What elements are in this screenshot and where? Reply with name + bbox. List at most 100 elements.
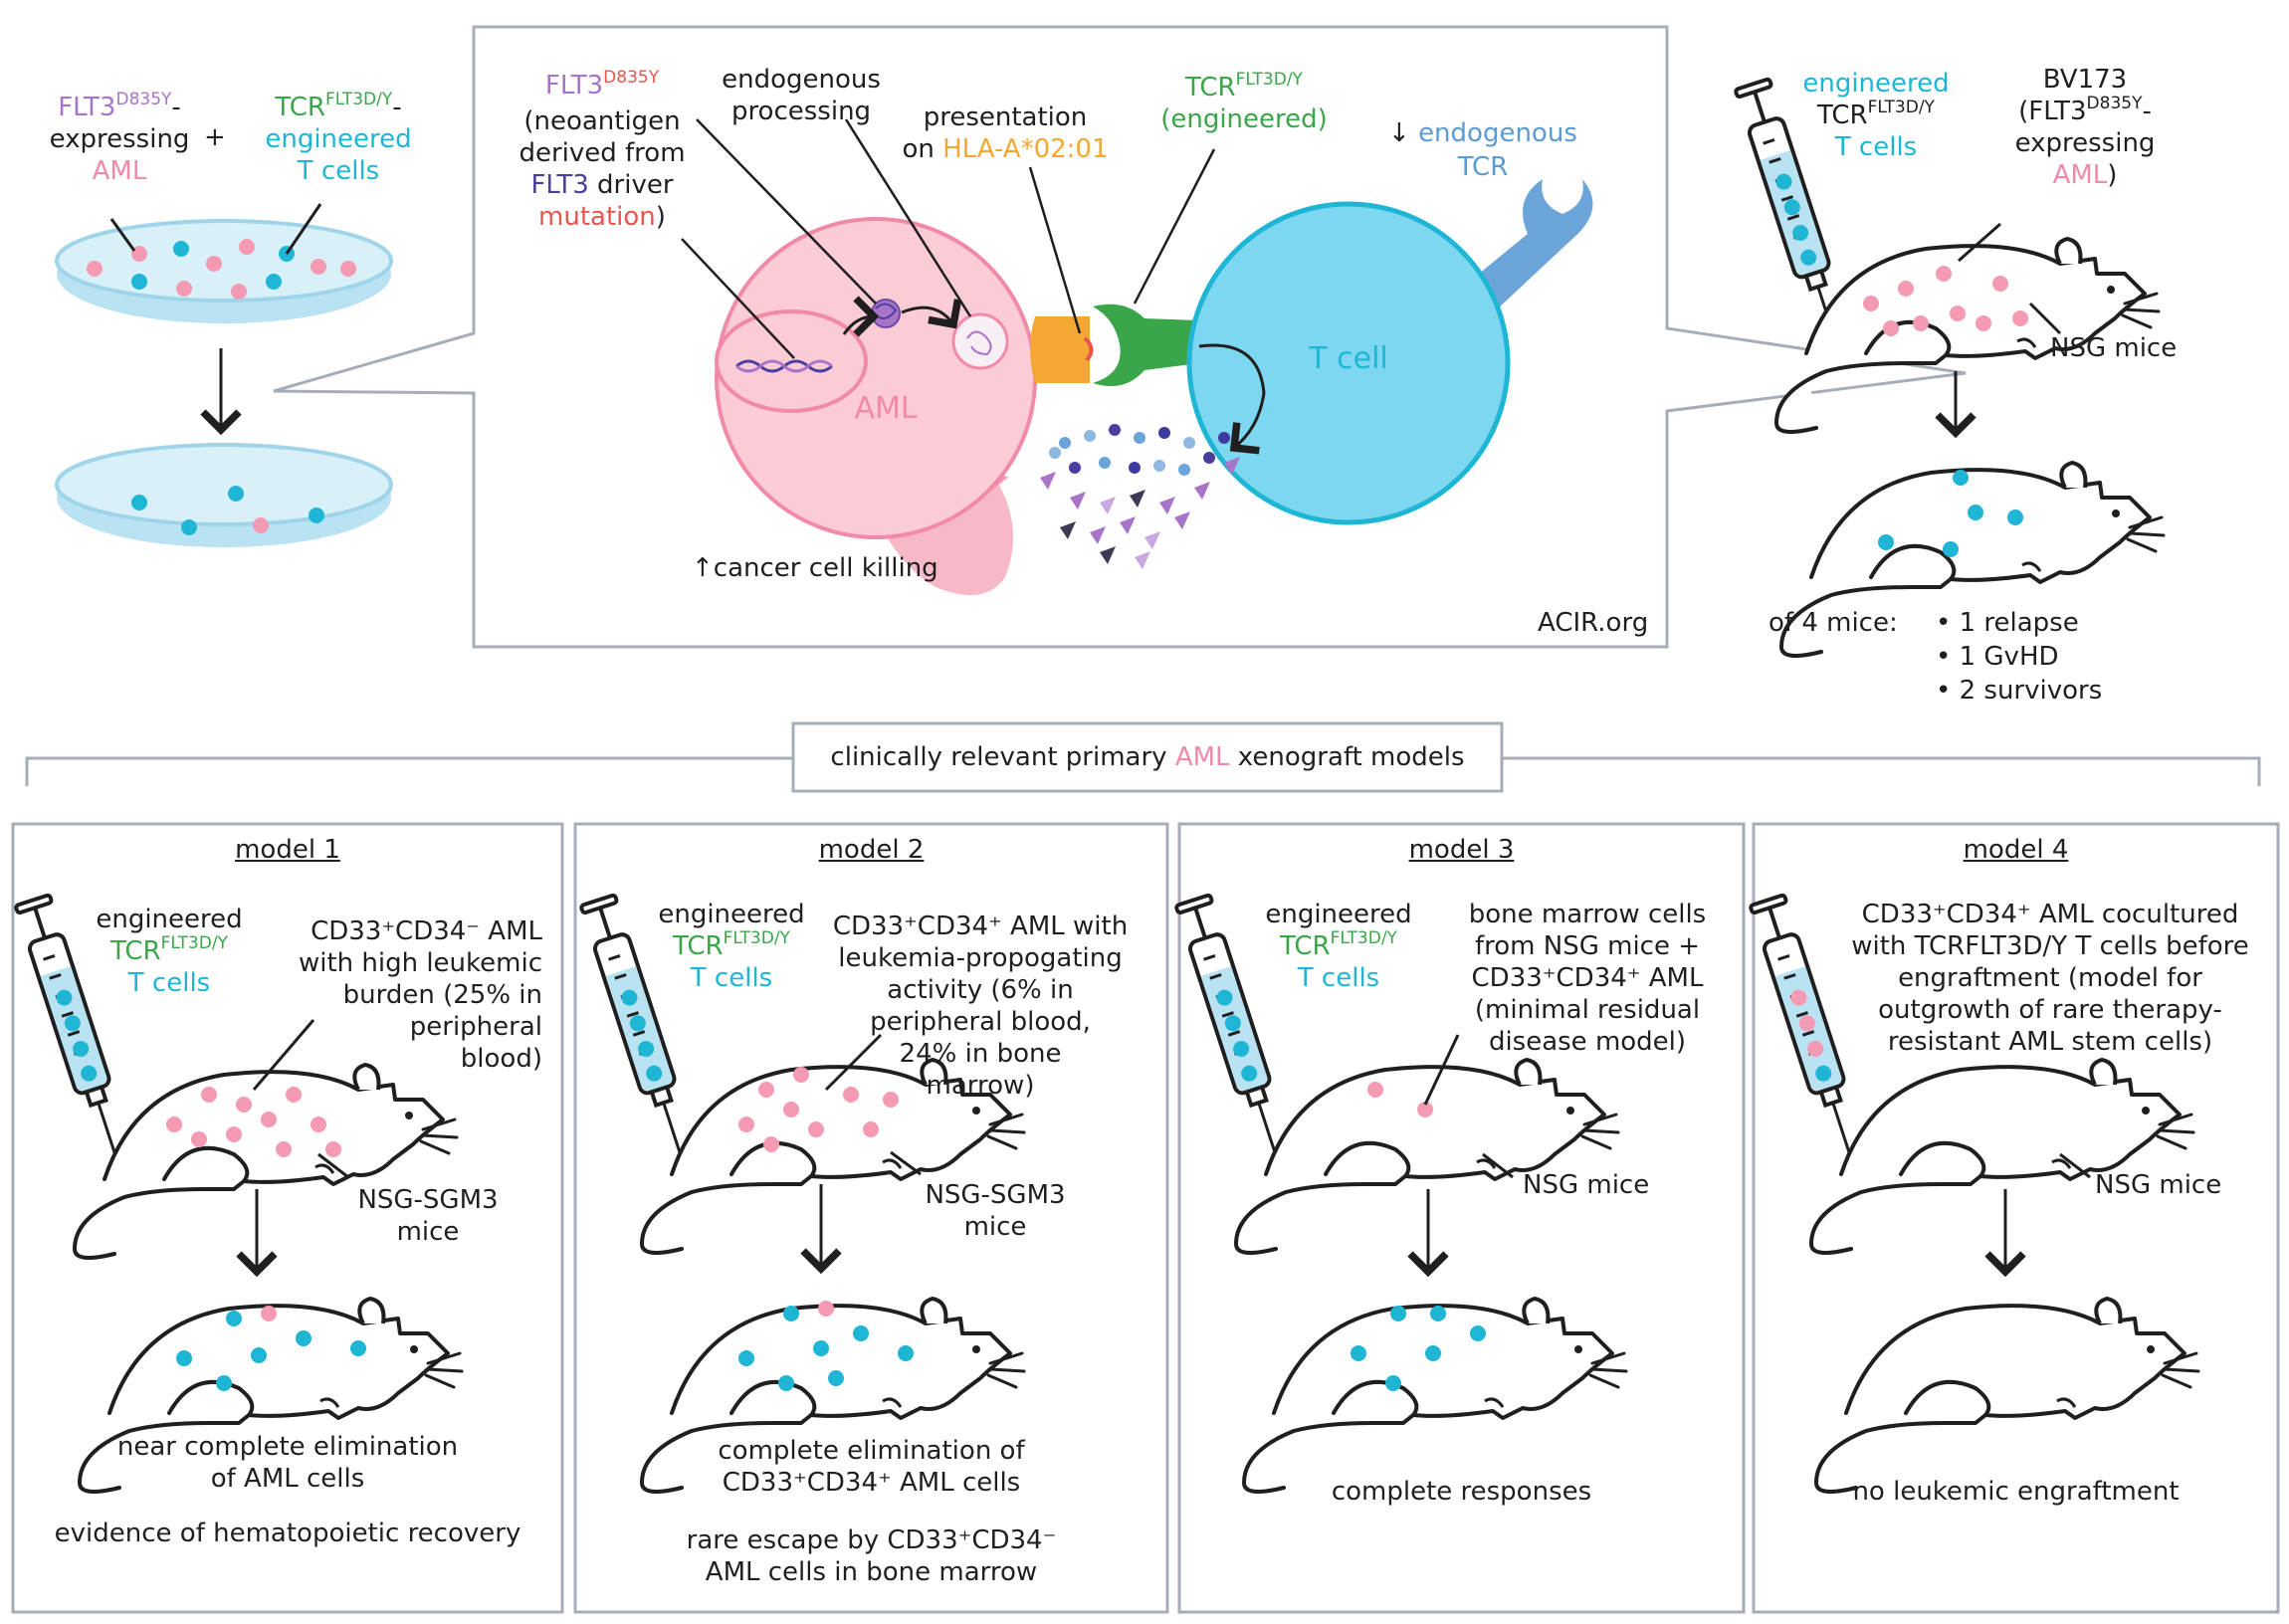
aml-cell-label: AML bbox=[854, 391, 918, 426]
granule-dot bbox=[1183, 437, 1195, 449]
model-1-engineered: engineered TCRFLT3D/Y T cells bbox=[96, 905, 243, 998]
model-3-syringe bbox=[1173, 893, 1302, 1183]
model-1-result-2: evidence of hematopoietic recovery bbox=[54, 1519, 521, 1548]
granzyme-triangle bbox=[1130, 490, 1145, 508]
granule-dot bbox=[1069, 462, 1081, 474]
neoantigen-protein bbox=[871, 299, 901, 328]
aml-label: FLT3D835Y- expressing AML bbox=[49, 90, 190, 187]
outcome-label: of 4 mice: bbox=[1769, 608, 1898, 638]
right-engineered-label: engineered TCRFLT3D/Y T cells bbox=[1802, 69, 1950, 162]
processing-vesicle bbox=[951, 312, 1009, 370]
endogenous-tcr-label-2: TCR bbox=[1457, 152, 1509, 182]
model-2-result-2: rare escape by CD33⁺CD34⁻AML cells in bo… bbox=[686, 1525, 1057, 1587]
plus-sign: + bbox=[204, 122, 226, 152]
granule-dot bbox=[1059, 437, 1071, 449]
tcr-label: TCRFLT3D/Y- engineered T cells bbox=[265, 90, 412, 187]
granzyme-triangle bbox=[1040, 472, 1056, 490]
model-3-title: model 3 bbox=[1408, 835, 1515, 865]
granzyme-triangle bbox=[1100, 497, 1116, 514]
culture-dish-top bbox=[55, 219, 393, 323]
granzyme-triangle bbox=[1224, 457, 1240, 475]
outcome-3: • 2 survivors bbox=[1936, 676, 2103, 706]
model-3-engineered: engineered TCRFLT3D/Y T cells bbox=[1265, 900, 1412, 993]
banner-box bbox=[791, 721, 1504, 793]
model-3-mice: NSG mice bbox=[1523, 1170, 1650, 1200]
model-4-title: model 4 bbox=[1963, 835, 2069, 865]
granule-dot bbox=[1134, 432, 1145, 444]
model-3-box bbox=[1177, 822, 1746, 1614]
granule-dot bbox=[1153, 460, 1165, 472]
endogenous-tcr-label: ↓ endogenous bbox=[1388, 118, 1577, 148]
aml-cell bbox=[715, 217, 1037, 595]
granule-dot bbox=[1158, 427, 1170, 439]
model-2-mouse-after bbox=[640, 1297, 1026, 1494]
granule-dot bbox=[1084, 430, 1096, 442]
cancer-killing-label: ↑cancer cell killing bbox=[692, 553, 938, 583]
granule-dot bbox=[1129, 462, 1141, 474]
granzyme-triangle bbox=[1060, 521, 1076, 539]
granzyme-triangle bbox=[1135, 551, 1150, 569]
model-2-syringe bbox=[578, 893, 707, 1183]
model-3-mouse-before bbox=[1234, 1058, 1620, 1255]
right-mice-label: NSG mice bbox=[2050, 333, 2178, 363]
model-1-mouse-before bbox=[73, 1063, 459, 1260]
outcome-2: • 1 GvHD bbox=[1936, 642, 2059, 672]
outcome-1: • 1 relapse bbox=[1936, 608, 2079, 638]
cytotoxic-granules bbox=[1040, 424, 1240, 569]
model-2-mouse-before bbox=[640, 1058, 1026, 1255]
hla-molecule bbox=[1030, 316, 1090, 383]
model-1-syringe bbox=[13, 893, 141, 1183]
model-2-engineered: engineered TCRFLT3D/Y T cells bbox=[658, 900, 805, 993]
model-4-result: no leukemic engraftment bbox=[1852, 1477, 2180, 1507]
mouse-top-aml bbox=[1774, 237, 2161, 434]
neoantigen-note: (neoantigen derived from FLT3 driver mut… bbox=[519, 106, 686, 232]
culture-dish-bottom bbox=[55, 443, 393, 547]
granzyme-triangle bbox=[1194, 482, 1210, 500]
syringe-top-right bbox=[1733, 77, 1861, 367]
granule-dot bbox=[1099, 457, 1111, 469]
granzyme-triangle bbox=[1144, 531, 1160, 549]
granule-dot bbox=[1203, 452, 1215, 464]
tcr-engineered-label: TCRFLT3D/Y (engineered) bbox=[1160, 70, 1328, 135]
presentation-label: presentation on HLA-A*02:01 bbox=[902, 102, 1109, 164]
model-3-result: complete responses bbox=[1331, 1477, 1592, 1507]
granzyme-triangle bbox=[1159, 497, 1175, 514]
bv173-label: BV173 (FLT3D835Y- expressing AML) bbox=[2014, 65, 2156, 190]
model-4-syringe bbox=[1748, 893, 1876, 1183]
flt3-label: FLT3D835Y bbox=[544, 68, 660, 102]
credit-label: ACIR.org bbox=[1538, 608, 1649, 638]
t-cell-label: T cell bbox=[1309, 341, 1388, 376]
granzyme-triangle bbox=[1070, 492, 1086, 509]
model-3-mouse-after bbox=[1242, 1297, 1628, 1494]
model-4-mouse-after bbox=[1814, 1297, 2200, 1494]
mouse-top-treated bbox=[1779, 461, 2166, 658]
model-1-title: model 1 bbox=[235, 835, 340, 865]
granule-dot bbox=[1178, 464, 1190, 476]
dna-helix bbox=[735, 359, 833, 373]
t-cell bbox=[1186, 201, 1511, 525]
granzyme-triangle bbox=[1174, 511, 1190, 529]
endogenous-tcr bbox=[1473, 179, 1593, 308]
granule-dot bbox=[1049, 447, 1061, 459]
granzyme-triangle bbox=[1090, 526, 1106, 544]
model-2-box bbox=[573, 822, 1169, 1614]
model-1-mouse-after bbox=[78, 1297, 464, 1494]
model-2-title: model 2 bbox=[818, 835, 925, 865]
granule-dot bbox=[1109, 424, 1121, 436]
model-4-box bbox=[1752, 822, 2280, 1614]
model-1-box bbox=[11, 822, 564, 1614]
granzyme-triangle bbox=[1100, 546, 1116, 564]
engineered-tcr bbox=[1093, 304, 1199, 387]
granzyme-triangle bbox=[1120, 516, 1136, 534]
granule-dot bbox=[1218, 432, 1230, 444]
